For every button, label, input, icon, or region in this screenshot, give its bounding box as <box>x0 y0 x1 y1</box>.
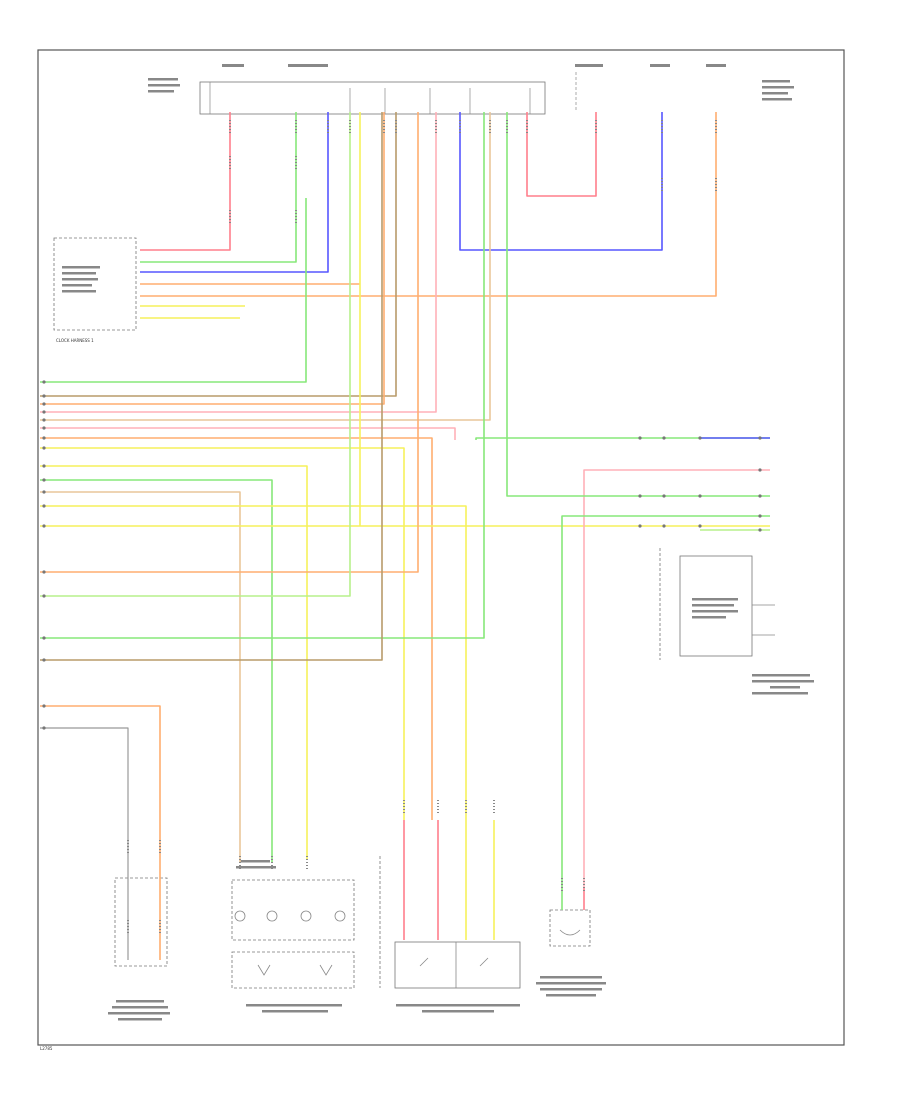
pin-marker-0 <box>42 380 46 384</box>
pin-marker-9 <box>42 478 46 482</box>
wire-blue-harness <box>140 112 329 273</box>
pin-marker-3 <box>42 410 46 414</box>
pin-marker-15 <box>42 636 46 640</box>
junction-dot-5 <box>698 494 702 498</box>
clock-harness-label: CLOCK HARNESS 1 <box>56 338 94 343</box>
junction-dot-6 <box>638 524 642 528</box>
junction-dot-13 <box>758 528 762 532</box>
wire-orange-h10 <box>40 112 419 573</box>
junction-dot-0 <box>638 436 642 440</box>
junction-dot-10 <box>758 468 762 472</box>
wire-pink-v <box>40 112 437 413</box>
wire-green-right1 <box>475 437 770 440</box>
wire-orange-long <box>140 112 717 297</box>
top-connector-block <box>199 81 546 115</box>
bottom-captions <box>108 976 606 1021</box>
pin-marker-11 <box>42 504 46 508</box>
wire-green-right3 <box>561 515 770 888</box>
wire-green-h6 <box>40 479 273 862</box>
junction-dot-11 <box>758 494 762 498</box>
top-connector-pins <box>209 72 577 114</box>
footer-code: L2785 <box>40 1046 53 1051</box>
junction-dot-3 <box>638 494 642 498</box>
pin-marker-10 <box>42 490 46 494</box>
junction-dot-2 <box>698 436 702 440</box>
pin-marker-6 <box>42 436 46 440</box>
wire-gray-h15 <box>40 727 129 960</box>
marks-layer <box>42 120 762 934</box>
pin-marker-2 <box>42 402 46 406</box>
pin-marker-12 <box>42 524 46 528</box>
wire-orange-v1 <box>40 112 385 405</box>
wire-orange-h14 <box>40 705 161 960</box>
junction-dot-9 <box>758 436 762 440</box>
right-module-box <box>679 555 753 657</box>
wire-green-h11 <box>40 112 351 597</box>
wire-brown-v <box>40 112 397 397</box>
bottom-components <box>114 856 591 989</box>
wire-orange-h3 <box>40 437 433 820</box>
clock-harness-box <box>53 237 137 331</box>
wire-yellow-h8 <box>40 505 467 820</box>
pin-marker-16 <box>42 658 46 662</box>
wire-tan-v <box>40 112 491 421</box>
wire-yellow-h5 <box>40 465 308 860</box>
wire-red-harness <box>140 112 231 251</box>
right-module-internal <box>692 598 738 619</box>
junction-dot-12 <box>758 514 762 518</box>
clock-harness-internal <box>62 266 100 293</box>
wire-red-loop <box>526 112 597 197</box>
diagram-frame <box>37 49 845 1046</box>
pin-marker-4 <box>42 418 46 422</box>
right-caption <box>752 674 814 695</box>
wire-pink-right <box>583 469 770 888</box>
seat-connector-caption <box>236 860 276 869</box>
wire-tan-h7 <box>40 491 241 862</box>
wire-pink-h2 <box>40 427 456 440</box>
pin-marker-17 <box>42 704 46 708</box>
junction-dot-1 <box>662 436 666 440</box>
pin-marker-1 <box>42 394 46 398</box>
right-module-leads <box>752 604 775 636</box>
wire-yellow-h4 <box>40 447 405 820</box>
wires-layer <box>40 112 770 960</box>
pin-marker-8 <box>42 464 46 468</box>
top-labels <box>148 64 794 101</box>
wire-green-v1 <box>40 198 307 383</box>
wire-green-harness <box>140 112 297 263</box>
junction-dot-8 <box>698 524 702 528</box>
pin-marker-14 <box>42 594 46 598</box>
wire-green-right2 <box>506 112 770 497</box>
bottom-component-internals <box>234 910 581 988</box>
junction-dot-7 <box>662 524 666 528</box>
wire-green-h12 <box>40 112 485 639</box>
wire-brown-h13 <box>40 112 383 661</box>
pin-marker-5 <box>42 426 46 430</box>
junction-dot-4 <box>662 494 666 498</box>
pin-marker-18 <box>42 726 46 730</box>
pin-marker-7 <box>42 446 46 450</box>
pin-marker-13 <box>42 570 46 574</box>
